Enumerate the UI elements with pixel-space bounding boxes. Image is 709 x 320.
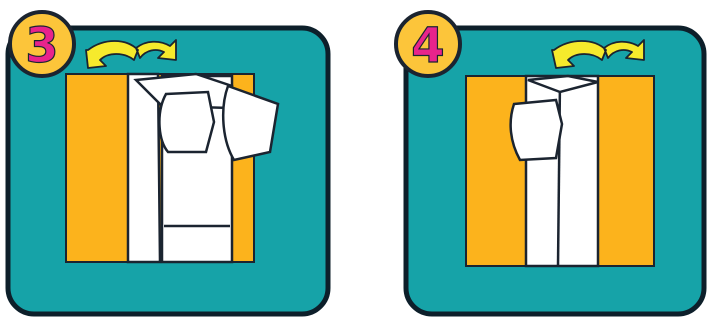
left-fold-flap bbox=[159, 92, 214, 152]
folding-step-3-illustration bbox=[66, 74, 278, 262]
step-4-number: 4 bbox=[411, 18, 444, 74]
white-folded-strip bbox=[128, 74, 160, 262]
step-3-number: 3 bbox=[25, 18, 58, 74]
step-3-badge: 3 bbox=[10, 12, 74, 76]
left-fold-flap bbox=[511, 100, 562, 160]
folding-step-4-illustration bbox=[466, 76, 654, 266]
step-4-badge: 4 bbox=[396, 12, 460, 76]
step-3-panel: 3 bbox=[8, 12, 328, 314]
step-4-panel: 4 bbox=[396, 12, 704, 314]
